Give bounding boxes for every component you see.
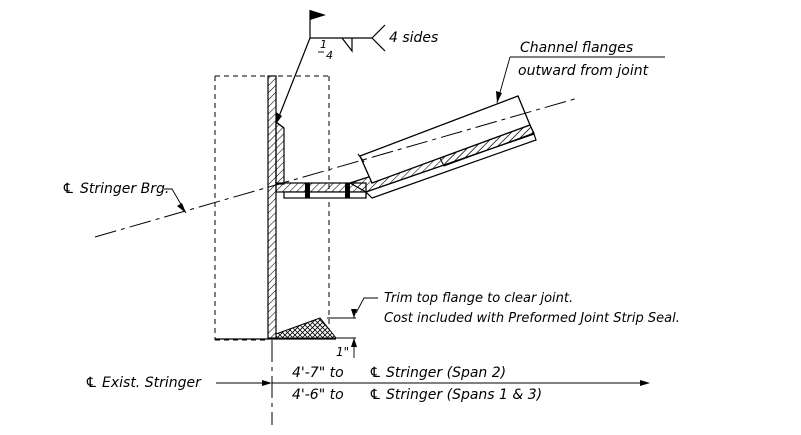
svg-text:1": 1" — [336, 345, 349, 359]
svg-text:Stringer (Spans 1 & 3): Stringer (Spans 1 & 3) — [386, 387, 542, 403]
bottom-plate — [275, 182, 367, 199]
svg-text:℄: ℄ — [369, 365, 382, 381]
weld-note-4-sides: 4 sides — [389, 30, 438, 46]
svg-text:Stringer Brg.: Stringer Brg. — [80, 181, 169, 197]
svg-text:℄: ℄ — [369, 387, 382, 403]
svg-text:℄: ℄ — [85, 375, 98, 391]
svg-text:4: 4 — [326, 49, 333, 62]
exist-stringer-dimension: ℄ Exist. Stringer — [85, 375, 650, 391]
weld-size-label: 1 4 — [318, 38, 333, 62]
trim-region — [215, 317, 338, 340]
svg-text:Trim top flange to clear joint: Trim top flange to clear joint. — [384, 291, 573, 306]
svg-text:℄: ℄ — [62, 181, 75, 197]
svg-text:outward from joint: outward from joint — [518, 63, 649, 79]
stringer-brg-centerline — [94, 97, 579, 238]
dimension-span-2: 4'-7" to ℄ Stringer (Span 2) — [292, 365, 506, 381]
svg-text:Channel flanges: Channel flanges — [520, 40, 633, 56]
stringer-brg-label: ℄ Stringer Brg. — [62, 181, 187, 214]
channel-note: Channel flanges outward from joint — [496, 40, 665, 104]
stringer-web — [267, 75, 277, 339]
channel-section — [357, 95, 535, 184]
weld-symbol — [275, 10, 386, 125]
svg-text:4'-7" to: 4'-7" to — [292, 365, 344, 381]
svg-text:Cost included with Preformed J: Cost included with Preformed Joint Strip… — [384, 311, 680, 326]
svg-text:4'-6" to: 4'-6" to — [292, 387, 344, 403]
dimension-spans-1-3: 4'-6" to ℄ Stringer (Spans 1 & 3) — [292, 387, 542, 403]
svg-text:Exist. Stringer: Exist. Stringer — [102, 375, 202, 391]
svg-text:Stringer (Span 2): Stringer (Span 2) — [386, 365, 506, 381]
trim-note: Trim top flange to clear joint. Cost inc… — [327, 291, 680, 359]
angle-vertical-leg — [275, 120, 285, 185]
svg-text:1: 1 — [320, 38, 327, 51]
